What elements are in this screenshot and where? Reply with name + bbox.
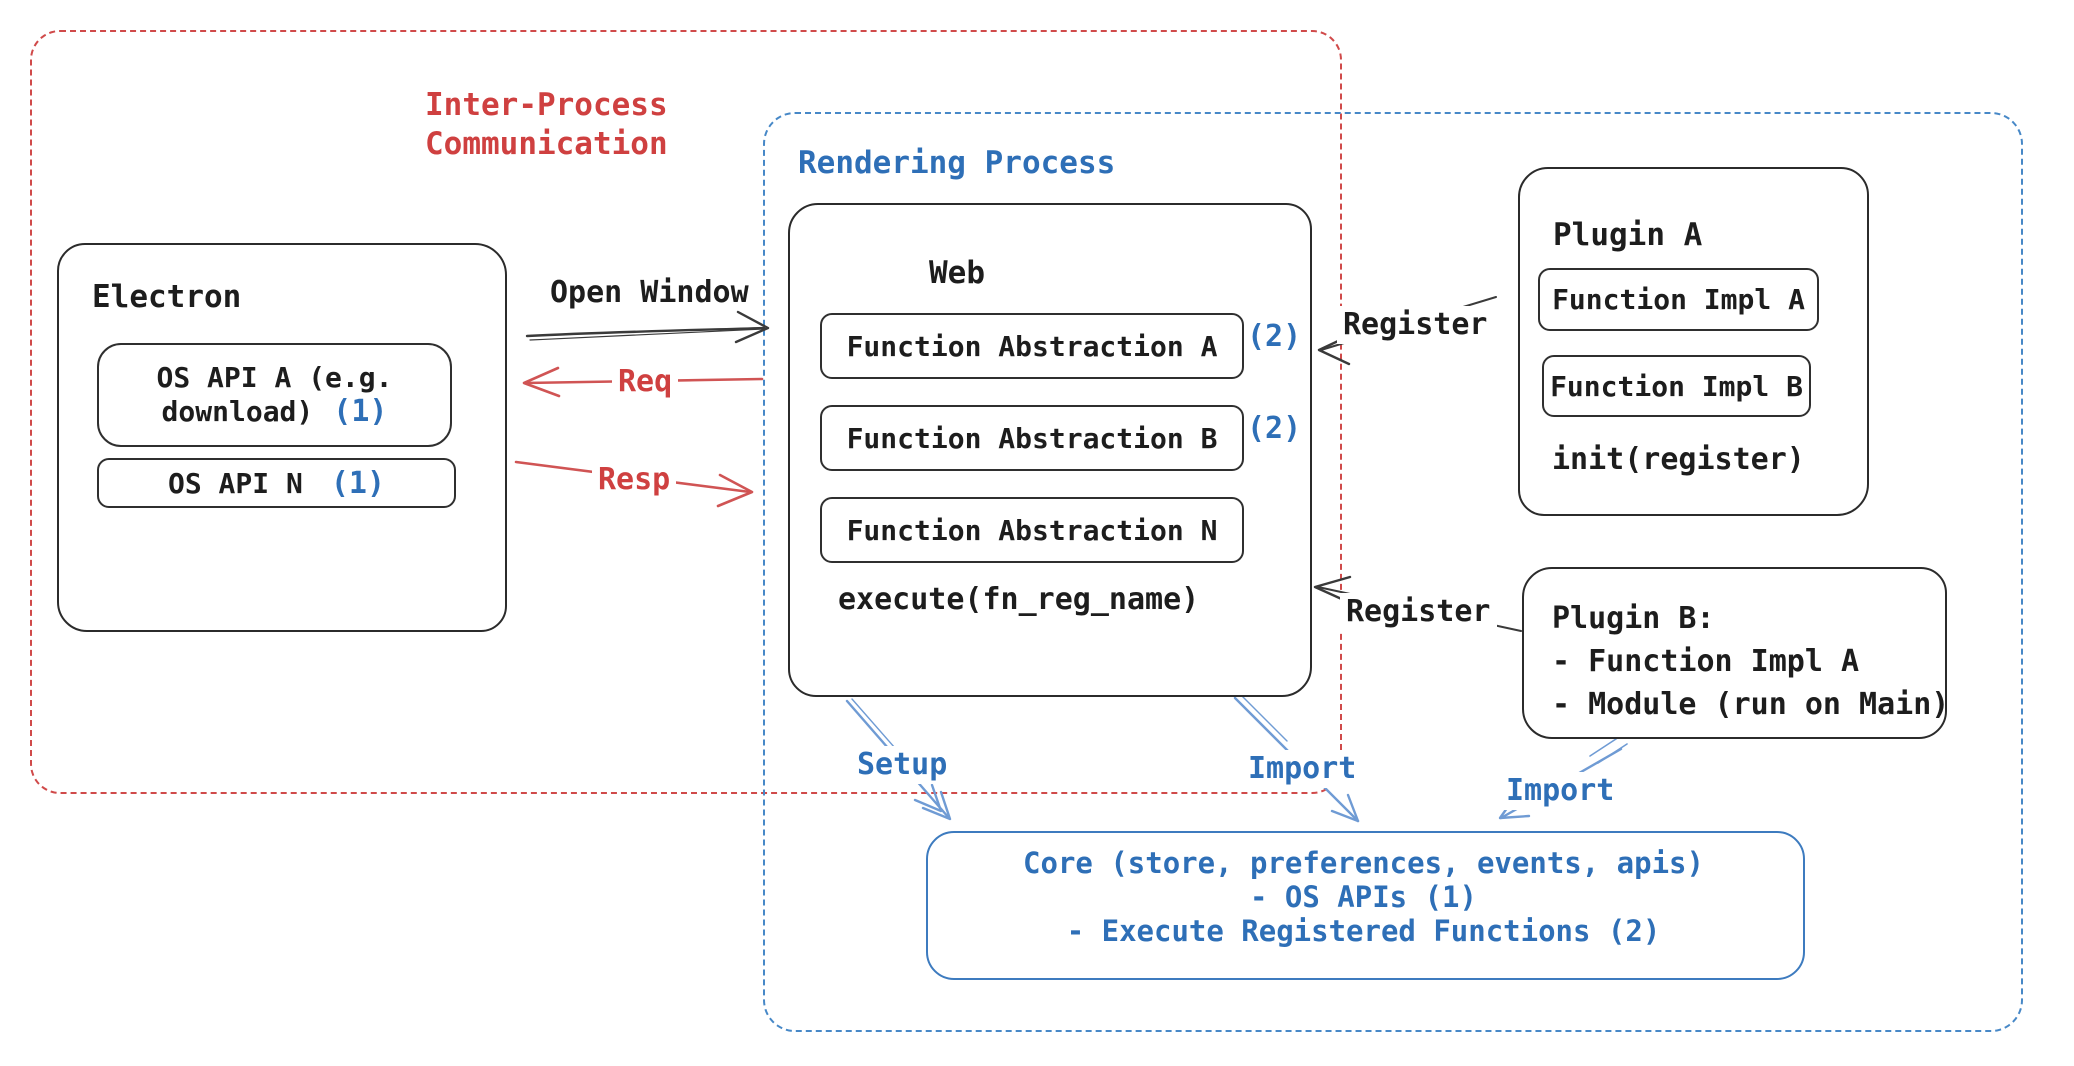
import-web-label: Import bbox=[1242, 750, 1363, 788]
setup-label: Setup bbox=[851, 746, 954, 784]
os-api-a-badge: (1) bbox=[333, 394, 388, 429]
execute-label: execute(fn_reg_name) bbox=[838, 582, 1200, 617]
ipc-label-line2: Communication bbox=[425, 126, 668, 162]
function-abstraction-a-box: Function Abstraction A bbox=[820, 313, 1244, 379]
plugin-b-item-1: - Function Impl A bbox=[1552, 644, 1860, 679]
resp-label: Resp bbox=[592, 461, 677, 499]
setup-arrowhead bbox=[921, 790, 952, 821]
setup-arrowhead-2 bbox=[913, 783, 943, 813]
electron-title: Electron bbox=[92, 279, 242, 315]
plugin-b-item-2: - Module (run on Main) bbox=[1552, 687, 1950, 722]
register-top-label: Register bbox=[1337, 306, 1494, 344]
open-window-arrow-double-stroke bbox=[529, 328, 765, 341]
function-abstraction-b-box: Function Abstraction B bbox=[820, 405, 1244, 471]
req-arrowhead bbox=[522, 366, 561, 398]
function-abstraction-n-box: Function Abstraction N bbox=[820, 497, 1244, 563]
function-impl-b-label: Function Impl B bbox=[1550, 369, 1803, 403]
function-abstraction-b-badge: (2) bbox=[1247, 411, 1302, 446]
core-line-1: Core (store, preferences, events, apis) bbox=[1023, 846, 1704, 880]
os-api-n-badge: (1) bbox=[330, 465, 386, 501]
ipc-label-line1: Inter-Process bbox=[425, 87, 668, 123]
plugin-a-box bbox=[1518, 167, 1869, 516]
open-window-arrowhead bbox=[734, 310, 770, 344]
register-bottom-arrowhead bbox=[1313, 575, 1352, 603]
function-abstraction-a-badge: (2) bbox=[1247, 319, 1302, 354]
register-bottom-label: Register bbox=[1340, 593, 1497, 631]
open-window-arrow bbox=[525, 326, 766, 338]
plugin-b-box bbox=[1522, 567, 1947, 739]
rendering-process-frame bbox=[763, 112, 2023, 1032]
function-abstraction-n-label: Function Abstraction N bbox=[846, 513, 1218, 547]
plugin-b-text: Plugin B: - Function Impl A - Module (run … bbox=[1552, 597, 1949, 726]
core-line-3: - Execute Registered Functions (2) bbox=[1066, 914, 1661, 948]
core-text: Core (store, preferences, events, apis)-… bbox=[926, 846, 1801, 948]
import-plugin-label: Import bbox=[1500, 772, 1621, 810]
import-web-arrowhead bbox=[1330, 793, 1360, 823]
rendering-process-label: Rendering Process bbox=[798, 145, 1116, 181]
function-impl-b-box: Function Impl B bbox=[1542, 355, 1811, 417]
function-abstraction-a-label: Function Abstraction A bbox=[846, 329, 1218, 363]
web-title: Web bbox=[929, 255, 985, 291]
os-api-n-box: OS API N (1) bbox=[97, 458, 456, 508]
import-plugin-slash-1 bbox=[1597, 743, 1628, 764]
import-web-arrow-double-stroke bbox=[1240, 694, 1288, 742]
core-line-2: - OS APIs (1) bbox=[1250, 880, 1477, 914]
function-impl-a-label: Function Impl A bbox=[1552, 283, 1805, 316]
function-abstraction-b-label: Function Abstraction B bbox=[846, 421, 1218, 455]
plugin-a-title: Plugin A bbox=[1553, 217, 1703, 253]
resp-arrowhead bbox=[716, 473, 754, 508]
os-api-n-label: OS API N bbox=[167, 466, 303, 500]
os-api-a-box: OS API A (e.g. download) (1) bbox=[97, 343, 452, 447]
open-window-label: Open Window bbox=[550, 275, 749, 310]
function-impl-a-box: Function Impl A bbox=[1538, 268, 1819, 331]
init-register-label: init(register) bbox=[1552, 442, 1805, 477]
ipc-frame bbox=[30, 30, 1342, 794]
import-plugin-slash-2 bbox=[1589, 736, 1620, 757]
req-label: Req bbox=[612, 363, 679, 401]
os-api-a-line1: OS API A (e.g. bbox=[156, 361, 393, 394]
core-box bbox=[926, 831, 1805, 980]
plugin-b-title: Plugin B: bbox=[1552, 601, 1715, 636]
os-api-a-line2: download) bbox=[161, 395, 314, 428]
